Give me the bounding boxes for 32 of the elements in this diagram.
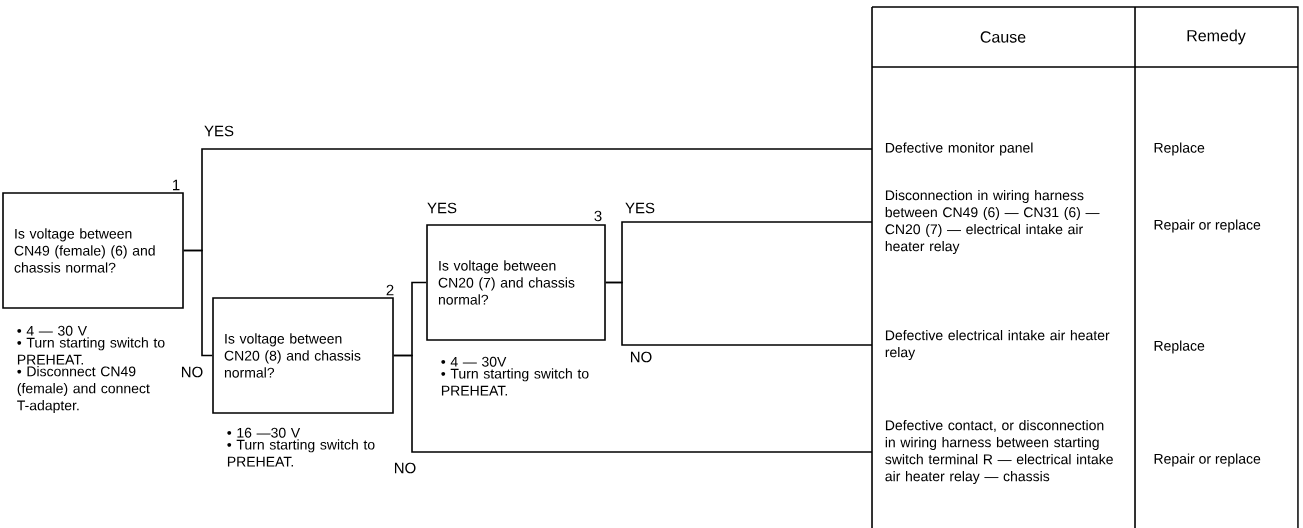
decision-box: Is voltage between CN20 (7) and chassis normal? — [426, 224, 606, 341]
bullet-note: • Turn starting switch to PREHEAT. — [17, 337, 165, 365]
connector-line — [393, 354, 873, 453]
cause-text: Defective contact, or disconnection in wiring harness between starting switch terminal R — electrical intake air heater relay — chassis — [885, 420, 1113, 485]
cause-text: Defective electrical intake air heater relay — [885, 330, 1110, 361]
edge-label: NO — [179, 365, 205, 379]
remedy-text: Replace — [1154, 340, 1205, 354]
bullet-note: • Turn starting switch to PREHEAT. — [441, 368, 589, 396]
step-number: 1 — [173, 179, 180, 191]
edge-label: NO — [392, 461, 418, 475]
step-number: 2 — [386, 284, 394, 296]
bullet-note: • Turn starting switch to PREHEAT. — [227, 439, 375, 467]
bullet-note: • 4 — 30 V — [17, 325, 87, 336]
edge-label: YES — [203, 124, 235, 138]
bullet-note: • 4 — 30V — [441, 356, 507, 367]
cause-text: Defective monitor panel — [885, 142, 1033, 156]
remedy-text: Repair or replace — [1154, 453, 1261, 467]
decision-box: Is voltage between CN20 (8) and chassis normal? — [212, 297, 394, 414]
edge-label: NO — [628, 350, 654, 364]
edge-label: YES — [624, 201, 656, 215]
edge-label: YES — [426, 201, 458, 215]
column-header: Remedy — [1187, 29, 1246, 45]
bullet-note: • Disconnect CN49 (female) and connect T-adapter. — [17, 366, 150, 414]
cause-text: Disconnection in wiring harness between CN49 (6) — CN31 (6) — CN20 (7) — electrical intake air heater relay — [885, 190, 1100, 255]
column-header: Cause — [980, 31, 1026, 43]
bullet-note: • 16 —30 V — [227, 427, 301, 438]
remedy-text: Repair or replace — [1154, 219, 1261, 233]
remedy-text: Replace — [1154, 142, 1205, 156]
decision-box: Is voltage between CN49 (female) (6) and chassis normal? — [2, 192, 184, 309]
connector-line — [605, 281, 873, 346]
connector-line — [183, 249, 213, 357]
step-number: 3 — [594, 210, 602, 222]
